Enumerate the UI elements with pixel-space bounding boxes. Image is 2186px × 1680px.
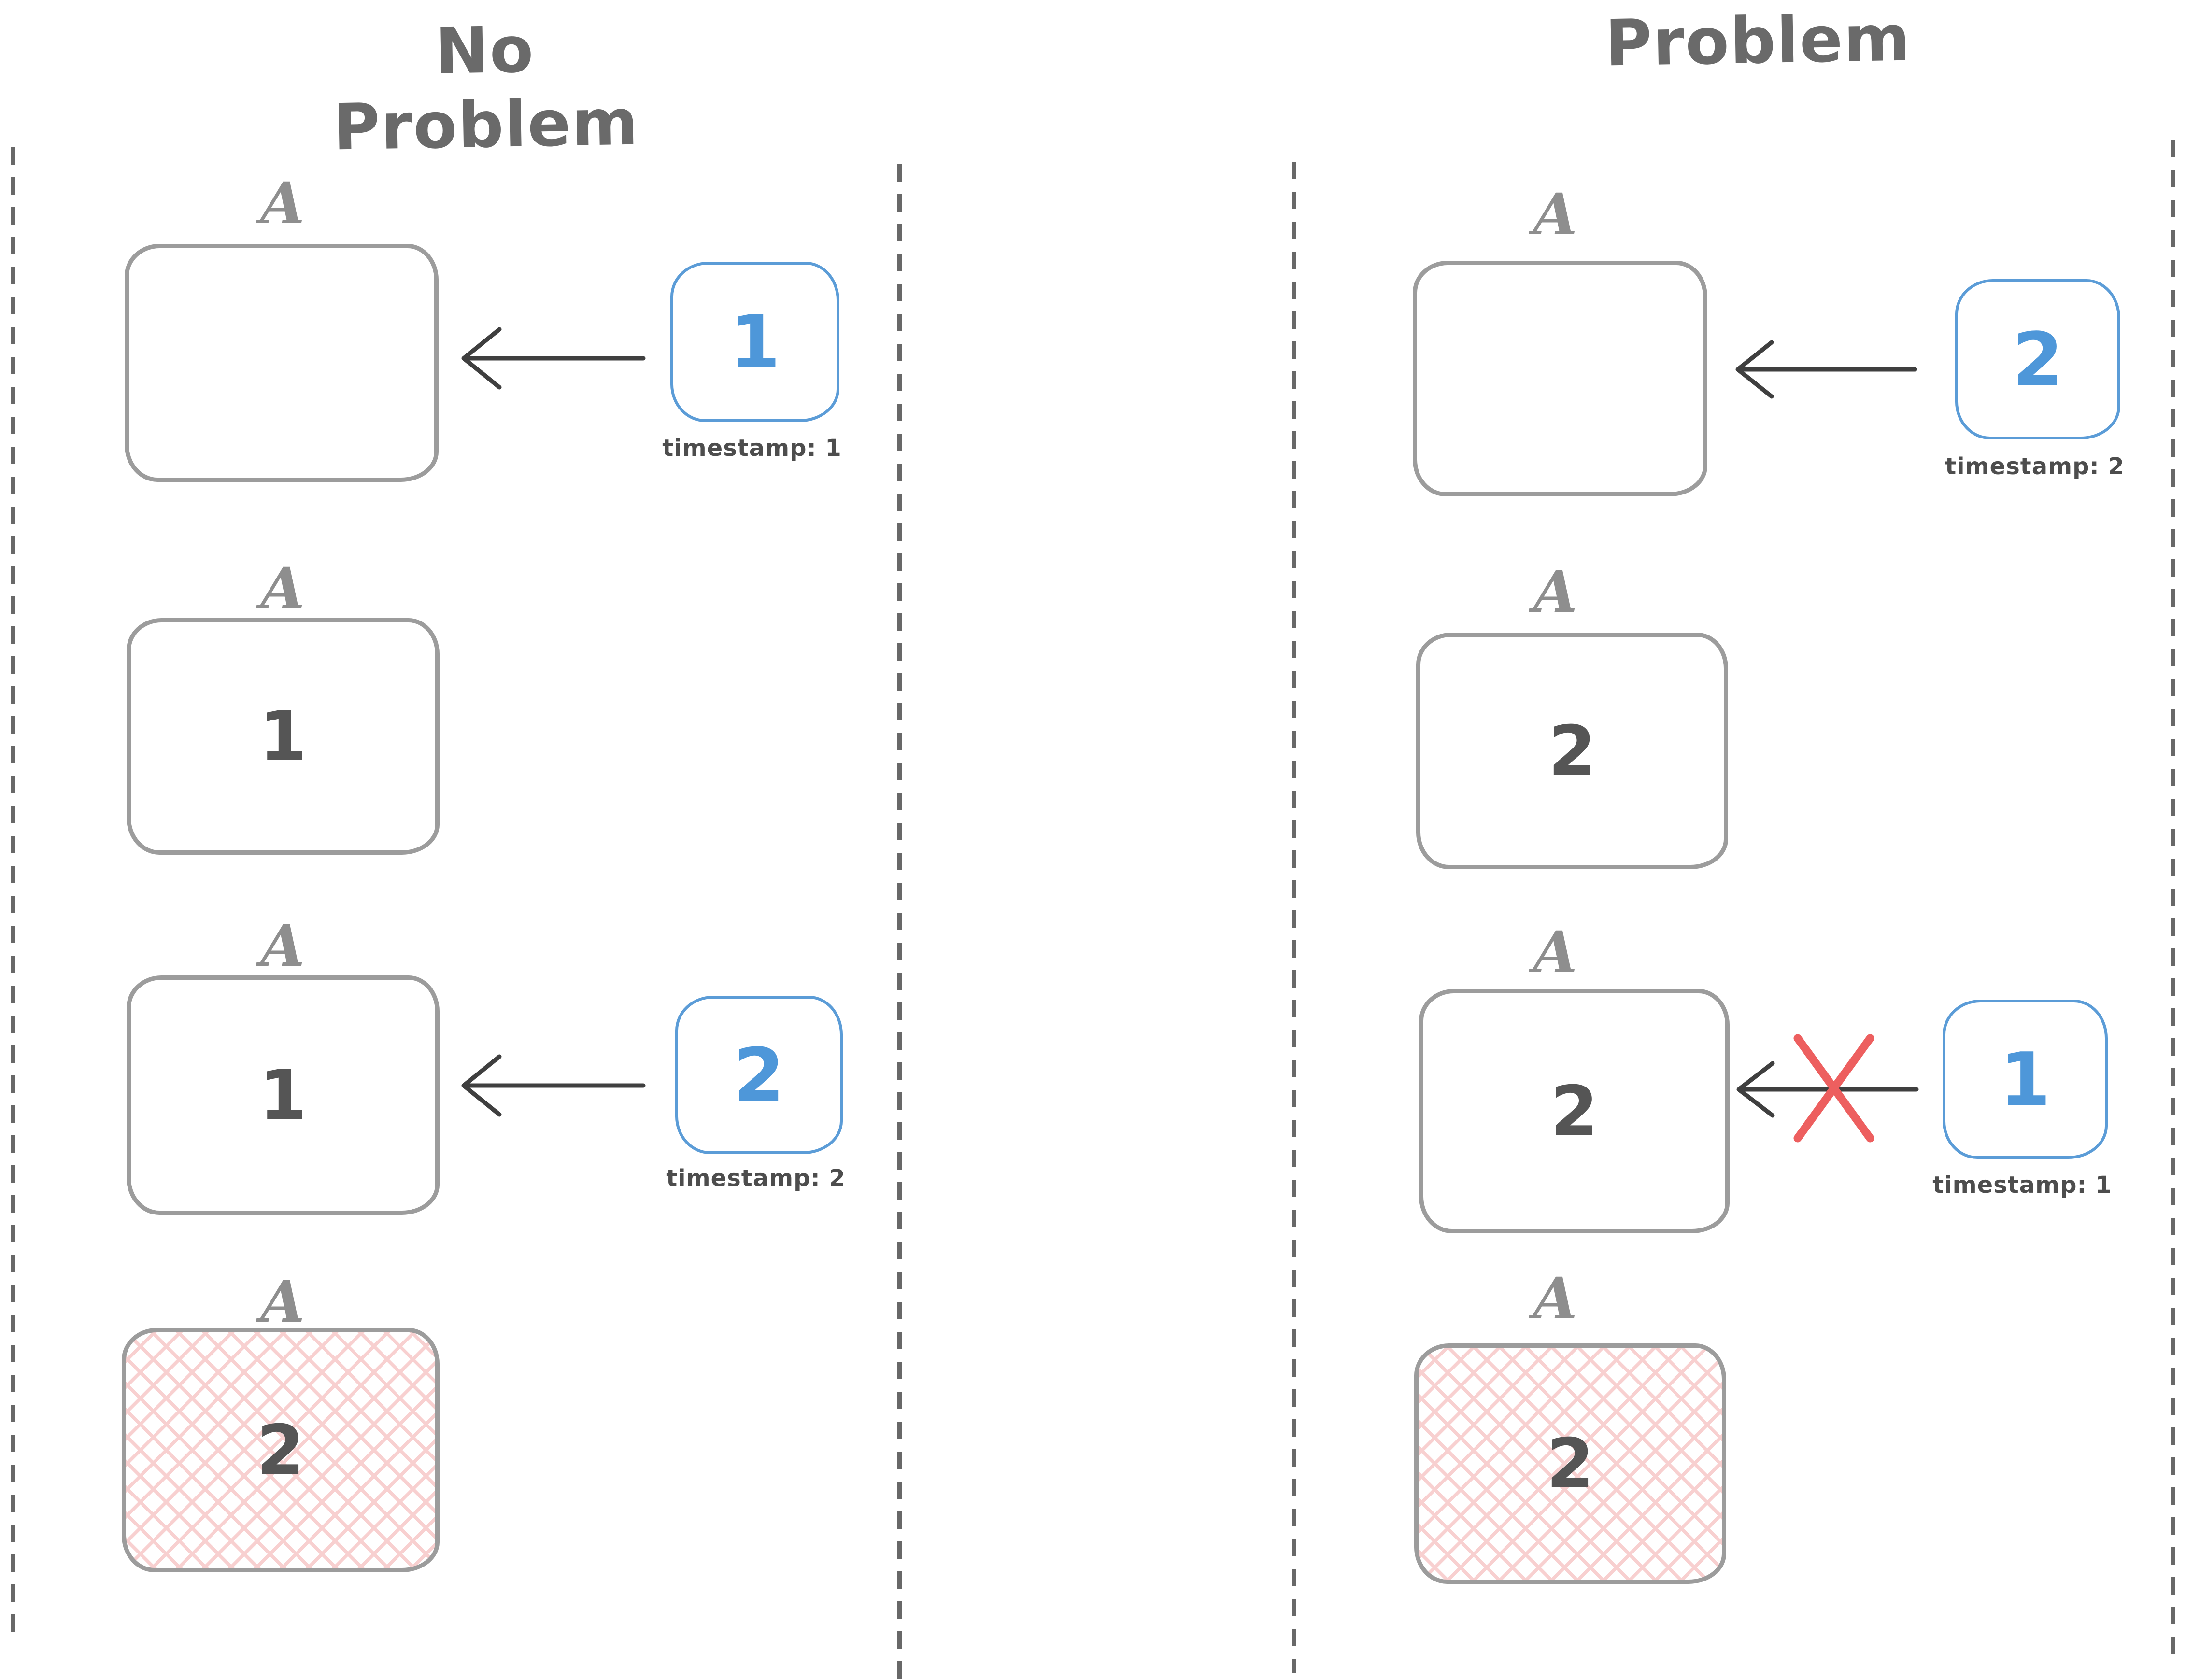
left-arrow-icon: [461, 327, 646, 390]
replica-node: [1413, 261, 1707, 496]
replica-label: A: [260, 912, 305, 979]
replica-label: A: [260, 169, 305, 237]
write-timestamp: timestamp: 2: [1945, 453, 2125, 480]
write-timestamp: timestamp: 1: [662, 435, 842, 462]
rejected-x-icon: [1793, 1034, 1874, 1143]
panel-title-no-problem: No Problem: [332, 13, 640, 165]
write-box: 1: [670, 262, 839, 422]
write-value: 2: [2012, 316, 2063, 402]
replica-value: 1: [259, 1055, 307, 1135]
replica-node-final: 2: [122, 1328, 440, 1572]
write-box: 2: [1955, 279, 2120, 439]
replica-label: A: [1533, 558, 1577, 625]
write-value: 2: [733, 1032, 785, 1118]
timeline-divider: [11, 147, 15, 1639]
left-arrow-icon: [1736, 1034, 1919, 1143]
left-arrow-icon: [1735, 340, 1917, 399]
timeline-divider: [2171, 140, 2175, 1664]
write-value: 1: [729, 299, 781, 385]
replica-value: 2: [1546, 1424, 1594, 1504]
timeline-divider: [1292, 162, 1296, 1673]
replica-node: 2: [1419, 989, 1730, 1233]
replica-label: A: [1533, 918, 1577, 986]
replica-label: A: [260, 555, 305, 622]
replica-label: A: [260, 1268, 305, 1335]
replica-label: A: [1533, 181, 1577, 248]
timeline-divider: [897, 164, 902, 1680]
write-value: 1: [2000, 1036, 2051, 1122]
write-box: 2: [675, 996, 843, 1154]
write-box: 1: [1943, 1000, 2108, 1159]
replica-node-final: 2: [1414, 1343, 1726, 1584]
replica-value: 2: [1548, 711, 1596, 791]
write-timestamp: timestamp: 1: [1932, 1172, 2112, 1199]
write-timestamp: timestamp: 2: [666, 1165, 846, 1192]
replica-value: 1: [259, 696, 307, 776]
panel-title-problem: Problem: [1604, 1, 1912, 81]
replica-value: 2: [256, 1410, 305, 1490]
replica-node: 1: [127, 618, 440, 855]
replica-label: A: [1533, 1265, 1577, 1332]
replica-value: 2: [1550, 1071, 1598, 1151]
replica-node: [125, 244, 439, 482]
left-arrow-icon: [461, 1054, 646, 1117]
replica-node: 2: [1416, 633, 1728, 869]
replica-node: 1: [127, 975, 440, 1215]
